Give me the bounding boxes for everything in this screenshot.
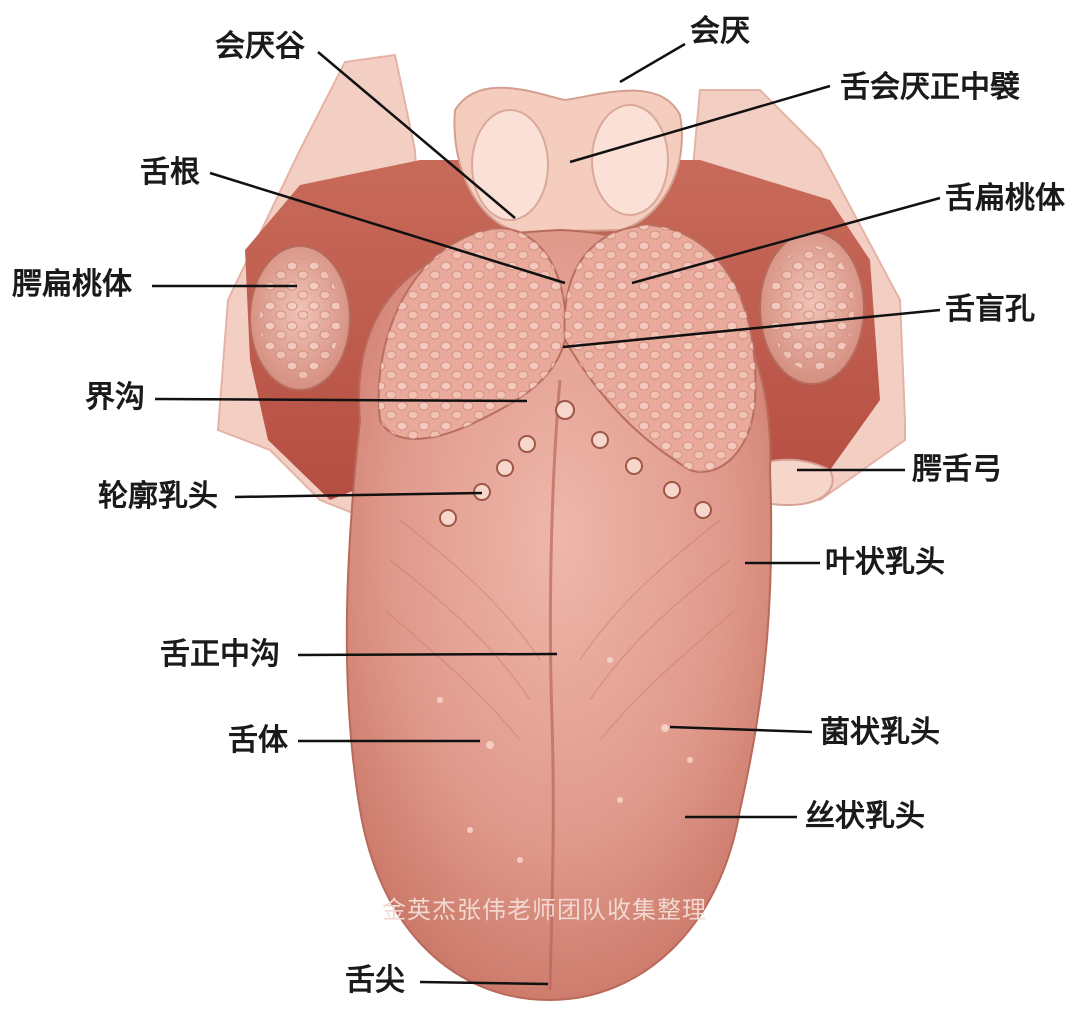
label-apex-of-tongue: 舌尖 bbox=[345, 964, 405, 998]
label-root-of-tongue: 舌根 bbox=[140, 156, 200, 190]
label-median-glossoepiglottic-fold: 舌会厌正中襞 bbox=[840, 71, 1020, 105]
label-epiglottic-vallecula: 会厌谷 bbox=[215, 30, 305, 64]
label-epiglottis: 会厌 bbox=[690, 15, 750, 49]
label-palatine-tonsil: 腭扁桃体 bbox=[12, 268, 132, 302]
label-foramen-cecum: 舌盲孔 bbox=[945, 293, 1035, 327]
label-foliate-papillae: 叶状乳头 bbox=[825, 546, 945, 580]
label-palatoglossal-arch: 腭舌弓 bbox=[912, 453, 1002, 487]
label-lingual-tonsil: 舌扁桃体 bbox=[945, 182, 1065, 216]
label-filiform-papillae: 丝状乳头 bbox=[805, 800, 925, 834]
label-body-of-tongue: 舌体 bbox=[228, 724, 288, 758]
label-fungiform-papillae: 菌状乳头 bbox=[820, 716, 940, 750]
label-circumvallate-papillae: 轮廓乳头 bbox=[98, 480, 218, 514]
label-median-sulcus: 舌正中沟 bbox=[160, 638, 280, 672]
label-terminal-sulcus: 界沟 bbox=[85, 381, 145, 415]
watermark: 金英杰张伟老师团队收集整理 bbox=[0, 890, 1089, 925]
